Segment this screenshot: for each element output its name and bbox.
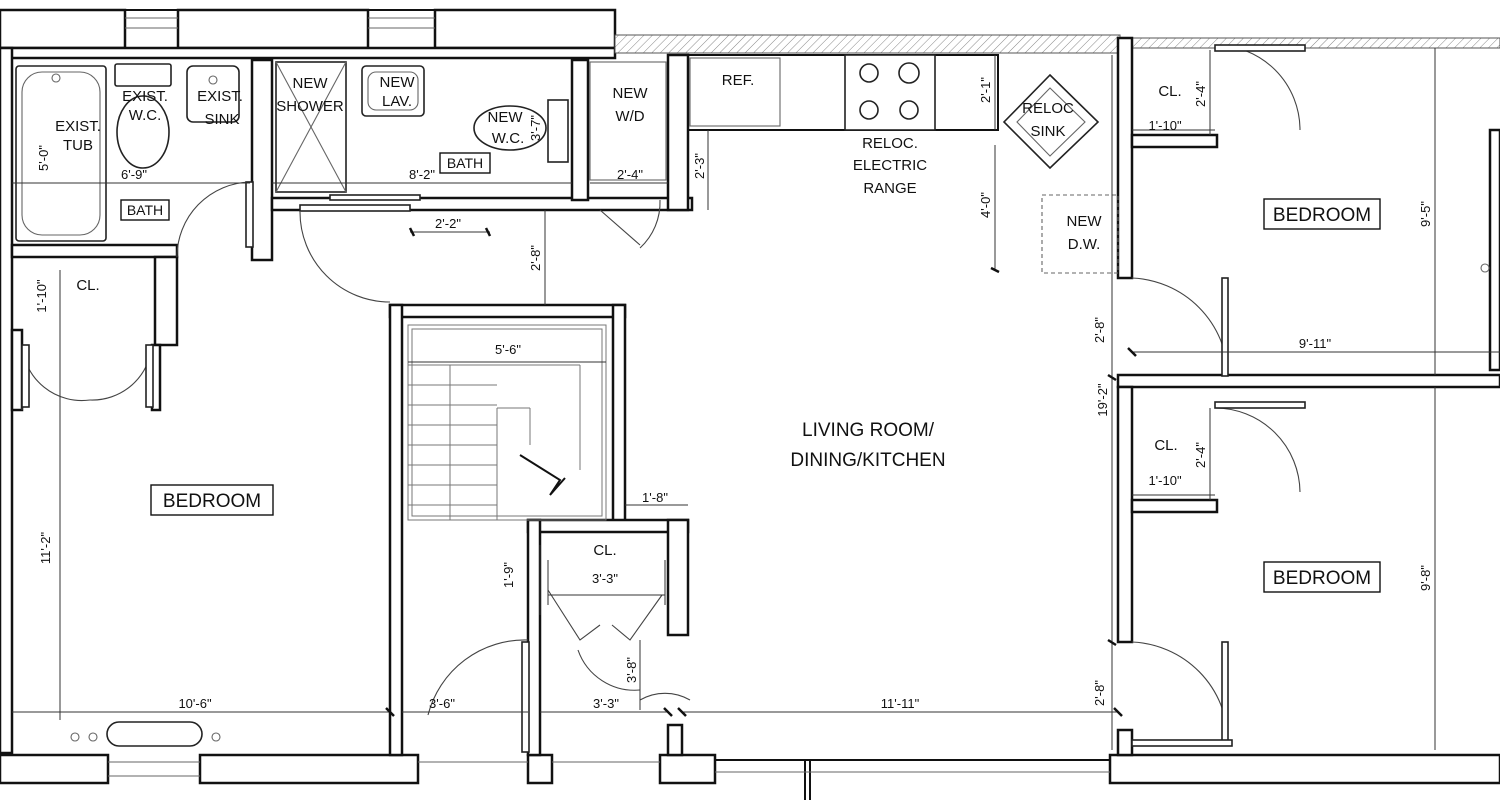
exterior-walls [0,8,1500,800]
dim-hall-depth: 2'-3" [692,153,707,179]
new-dw-label-2: D.W. [1068,236,1101,253]
exist-tub-label-1: EXIST. [55,118,101,135]
dim-br-bot-closet-h: 2'-4" [1193,442,1208,468]
exist-wc-label-1: EXIST. [122,88,168,105]
fixture-labels: EXIST. TUB EXIST. W.C. EXIST. SINK NEW S… [55,72,1102,253]
range-label-2: ELECTRIC [853,157,927,174]
dim-closet-left: 1'-10" [34,279,49,313]
dim-br-bot-closet-w: 1'-10" [1148,473,1182,488]
dim-bedroom-left-width: 10'-6" [178,696,212,711]
stair [407,324,607,521]
dim-door-lower: 2'-8" [1092,680,1107,706]
dim-br-top-closet-h: 2'-4" [1193,81,1208,107]
new-wd-label-2: W/D [615,108,644,125]
exist-wc-label-2: W.C. [129,107,162,124]
new-toilet [547,99,569,163]
dim-hall-to-stair: 2'-8" [528,245,543,271]
dimension-labels: 5'-0" 6'-9" 8'-2" 3'-7" 2'-4" 2'-3" 2'-2… [34,77,1433,711]
room-labels: BATH BATH BEDROOM BEDROOM BEDROOM LIVING… [76,83,1381,593]
interior-walls [10,36,1500,757]
range-label-3: RANGE [863,180,916,197]
dim-entry-depth: 3'-8" [624,657,639,683]
dim-closet-center-width: 3'-3" [592,571,618,586]
dim-kitchen-depth: 4'-0" [978,192,993,218]
closet-center-label: CL. [593,542,616,559]
range [844,54,936,131]
dim-stair-offset: 1'-8" [642,490,668,505]
reloc-sink-label-2: SINK [1030,123,1065,140]
dim-tub-height: 5'-0" [36,145,51,171]
room-bedroom-bottom-right-label: BEDROOM [1273,568,1371,589]
room-bedroom-left-label: BEDROOM [163,491,261,512]
new-lav-label-2: LAV. [382,93,412,110]
new-wc-label-2: W.C. [492,130,525,147]
dim-br-width: 9'-11" [1299,336,1332,351]
new-wd-label-1: NEW [613,85,649,102]
room-bath-center-label: BATH [447,155,483,171]
closet-left-label: CL. [76,277,99,294]
kitchen-sink [1002,73,1100,170]
dim-bedroom-left-height: 11'-2" [38,532,53,565]
dim-bath-left-width: 6'-9" [121,167,147,182]
fixtures [15,54,1490,747]
room-living-label-line1: LIVING ROOM/ [802,420,935,441]
dim-br-bot-height: 9'-8" [1418,565,1433,591]
new-lav [361,65,425,117]
dim-wd-width: 2'-4" [617,167,643,182]
refrigerator [689,57,781,127]
room-living-label-line2: DINING/KITCHEN [790,450,945,471]
exist-toilet [114,63,172,87]
range-label-1: RELOC. [862,135,918,152]
dim-stair-width: 5'-6" [495,342,521,357]
closet-bottom-right-label: CL. [1154,437,1177,454]
new-shower-label-1: NEW [293,75,329,92]
dim-living-height: 19'-2" [1095,383,1110,417]
exist-sink [186,65,240,123]
ref-label: REF. [722,72,755,89]
reloc-sink-label-1: RELOC [1022,100,1074,117]
dishwasher [1041,194,1119,274]
new-lav-label-1: NEW [380,74,416,91]
radiator [106,721,203,747]
room-bedroom-top-right-label: BEDROOM [1273,205,1371,226]
dim-kitchen-counter: 2'-1" [978,77,993,103]
exist-tub-label-2: TUB [63,137,93,154]
exist-sink-label-1: EXIST. [197,88,243,105]
dim-hall-width: 2'-2" [435,216,461,231]
dim-entry-left: 3'-6" [429,696,455,711]
doors [21,44,1306,753]
new-dw-label-1: NEW [1067,213,1103,230]
dim-bath-center-width: 8'-2" [409,167,435,182]
dim-door-upper: 2'-8" [1092,317,1107,343]
dim-br-top-height: 9'-5" [1418,201,1433,227]
dim-wc-depth: 3'-7" [528,115,543,141]
dim-closet-center-height: 1'-9" [501,562,516,588]
washer-dryer [589,61,667,181]
room-bath-left-label: BATH [127,202,163,218]
dim-entry-center: 3'-3" [593,696,619,711]
dim-br-top-closet-w: 1'-10" [1148,118,1182,133]
new-shower-label-2: SHOWER [276,98,344,115]
new-wc-label-1: NEW [488,109,524,126]
dim-living-width: 11'-11" [881,696,920,711]
dimension-lines [12,48,1500,750]
closet-top-right-label: CL. [1158,83,1181,100]
exist-tub [15,65,107,242]
exist-sink-label-2: SINK [204,111,239,128]
